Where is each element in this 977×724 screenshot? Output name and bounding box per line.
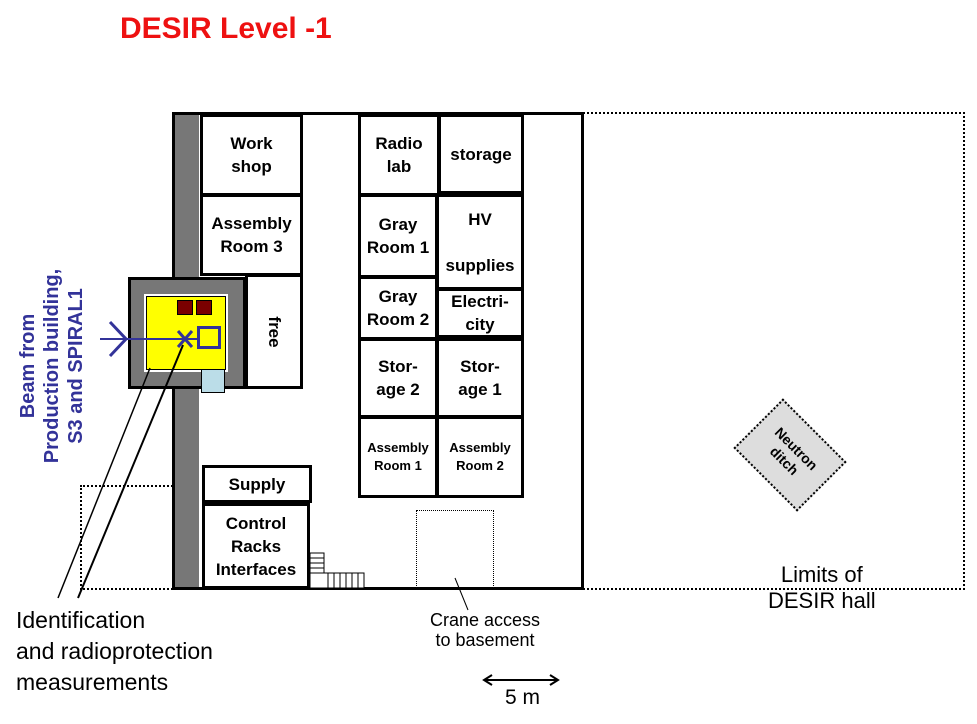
room-gray-1: Gray Room 1 — [358, 194, 438, 278]
hall-limit-left — [80, 485, 176, 590]
room-free: free — [245, 274, 303, 389]
hall-limits-label: Limits of DESIR hall — [768, 562, 876, 613]
scale-label: 5 m — [505, 686, 541, 709]
beam-label: Beam from Production building, S3 and SP… — [17, 268, 87, 464]
room-hv-supplies: HV supplies — [436, 194, 524, 290]
room-storage: storage — [438, 114, 524, 194]
room-electricity: Electri- city — [436, 288, 524, 338]
dark-red-block-1 — [177, 300, 193, 315]
room-storage-1: Stor- age 1 — [436, 338, 524, 418]
hall-limit-right — [583, 112, 965, 590]
room-workshop: Work shop — [200, 114, 303, 196]
room-assembly-3: Assembly Room 3 — [200, 194, 303, 276]
room-gray-2: Gray Room 2 — [358, 276, 438, 340]
detector-square — [197, 326, 221, 349]
identification-label: Identification and radioprotection measu… — [16, 607, 213, 695]
page-title: DESIR Level -1 — [120, 12, 332, 45]
crane-access-area — [416, 510, 494, 588]
room-radio-lab: Radio lab — [358, 114, 440, 196]
room-storage-2: Stor- age 2 — [358, 338, 438, 418]
room-control: Control Racks Interfaces — [202, 503, 310, 589]
neutron-ditch-label: Neutron ditch — [766, 423, 821, 479]
room-supply: Supply — [202, 465, 312, 503]
room-free-label: free — [265, 315, 284, 348]
room-assembly-2: Assembly Room 2 — [436, 416, 524, 498]
crane-access-label: Crane access to basement — [430, 610, 541, 650]
dark-red-block-2 — [196, 300, 212, 315]
light-blue-box — [201, 369, 225, 393]
room-assembly-1: Assembly Room 1 — [358, 416, 438, 498]
stairs — [309, 552, 365, 589]
